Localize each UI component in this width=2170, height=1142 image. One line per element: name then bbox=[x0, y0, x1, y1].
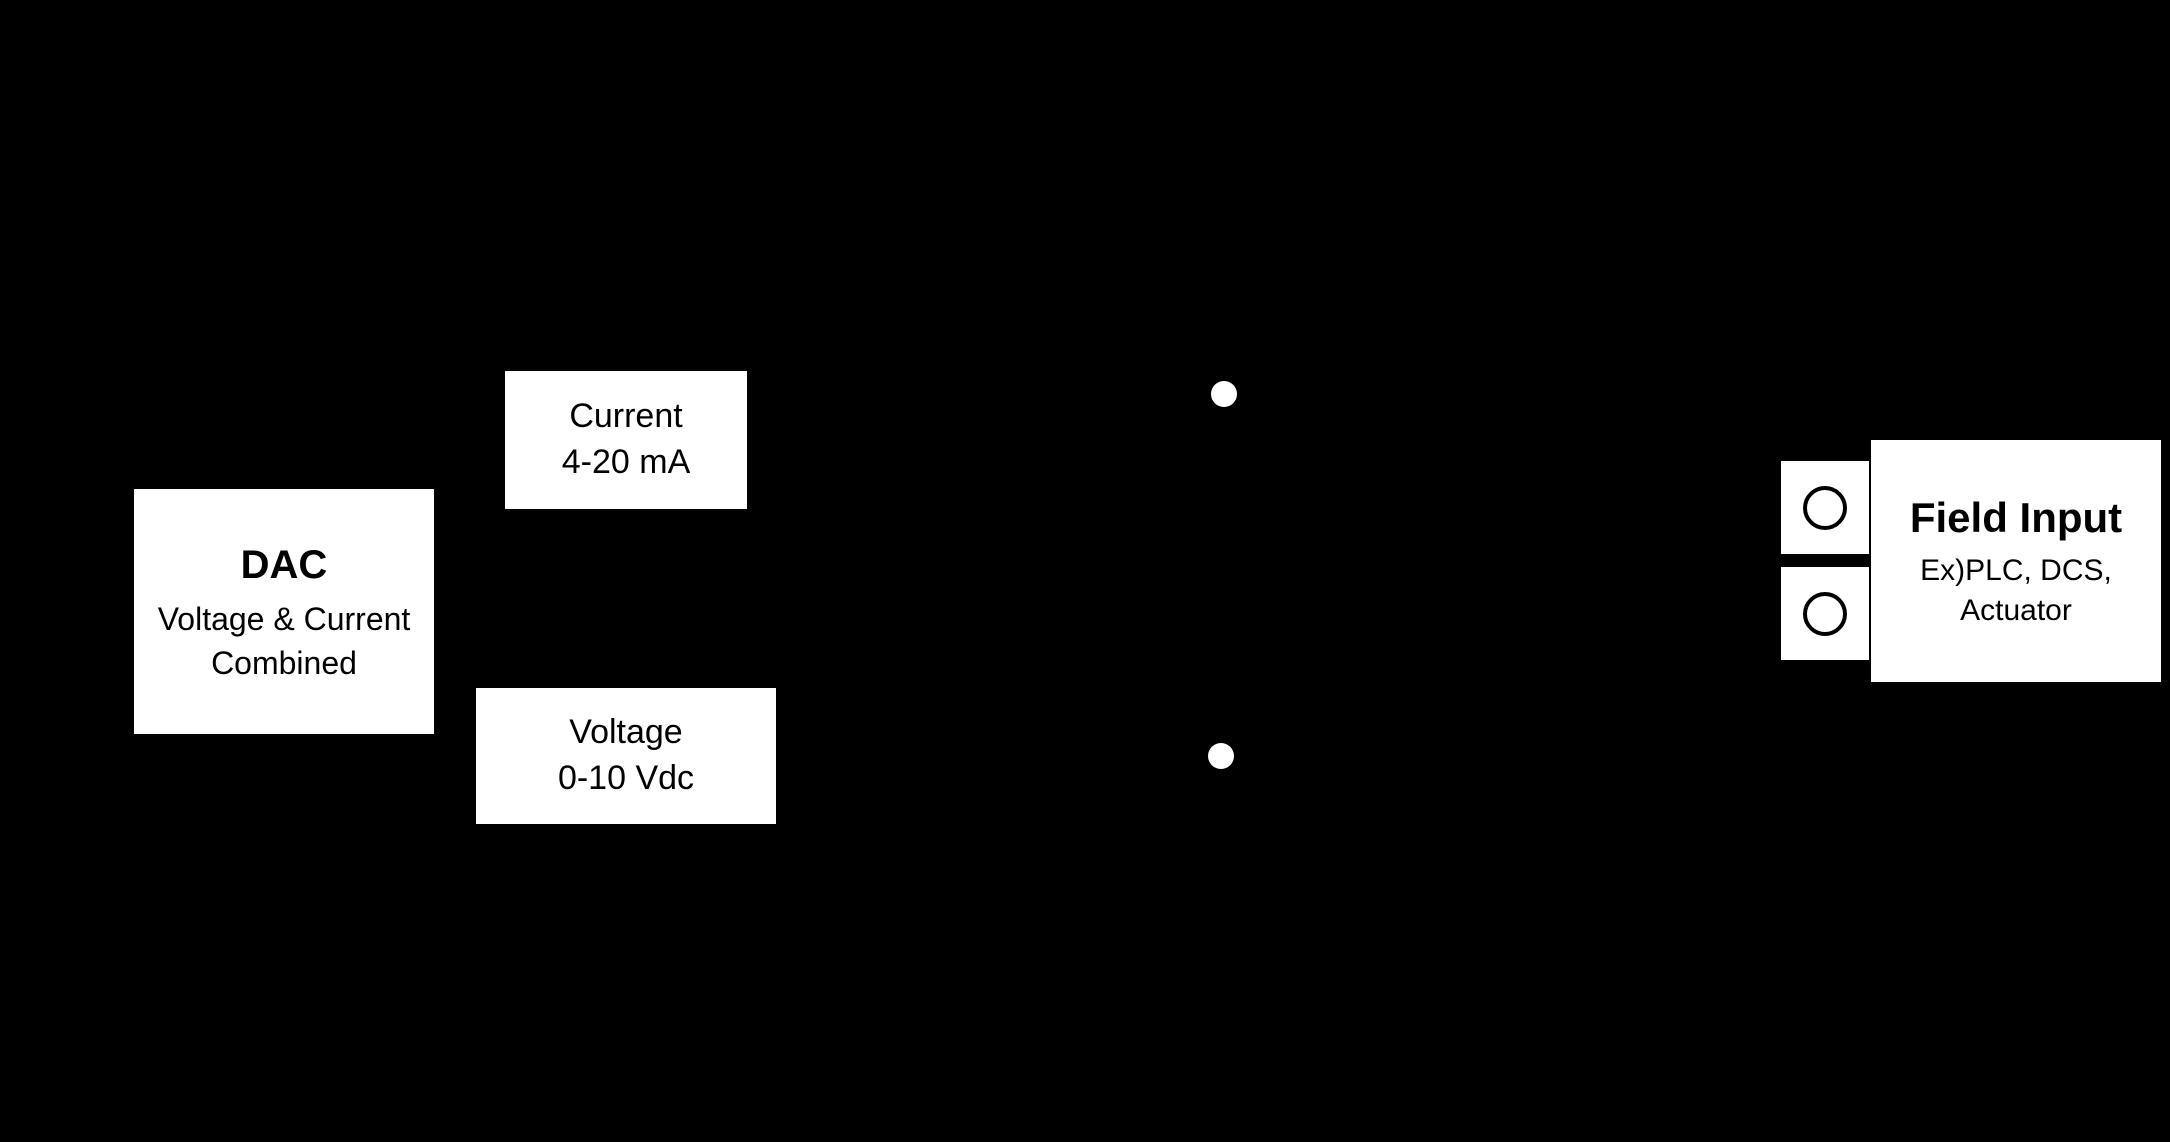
junction-dot-icon bbox=[1208, 743, 1234, 769]
current-label-line1: Current bbox=[569, 397, 683, 436]
junction-dot-icon bbox=[1211, 381, 1237, 407]
dac-subtitle-line2: Combined bbox=[211, 644, 357, 681]
current-label-line2: 4-20 mA bbox=[561, 443, 691, 481]
dac-block: DAC Voltage & Current Combined bbox=[134, 489, 434, 734]
current-output-label: Current 4-20 mA bbox=[505, 371, 747, 509]
terminal-circle-icon bbox=[1803, 591, 1847, 636]
terminal-circle-icon bbox=[1803, 485, 1847, 530]
dac-title: DAC bbox=[240, 543, 328, 588]
field-input-title: Field Input bbox=[1909, 494, 2123, 542]
field-input-subtitle-line1: Ex)PLC, DCS, bbox=[1920, 553, 2112, 587]
dac-subtitle-line1: Voltage & Current bbox=[157, 601, 411, 638]
field-input-block: Field Input Ex)PLC, DCS, Actuator bbox=[1871, 440, 2161, 682]
field-input-subtitle-line2: Actuator bbox=[1960, 594, 2072, 628]
terminal-block-top bbox=[1781, 461, 1869, 554]
voltage-output-label: Voltage 0-10 Vdc bbox=[476, 688, 776, 824]
terminal-block-bottom bbox=[1781, 567, 1869, 660]
voltage-label-line2: 0-10 Vdc bbox=[557, 759, 695, 797]
voltage-label-line1: Voltage bbox=[569, 713, 683, 752]
